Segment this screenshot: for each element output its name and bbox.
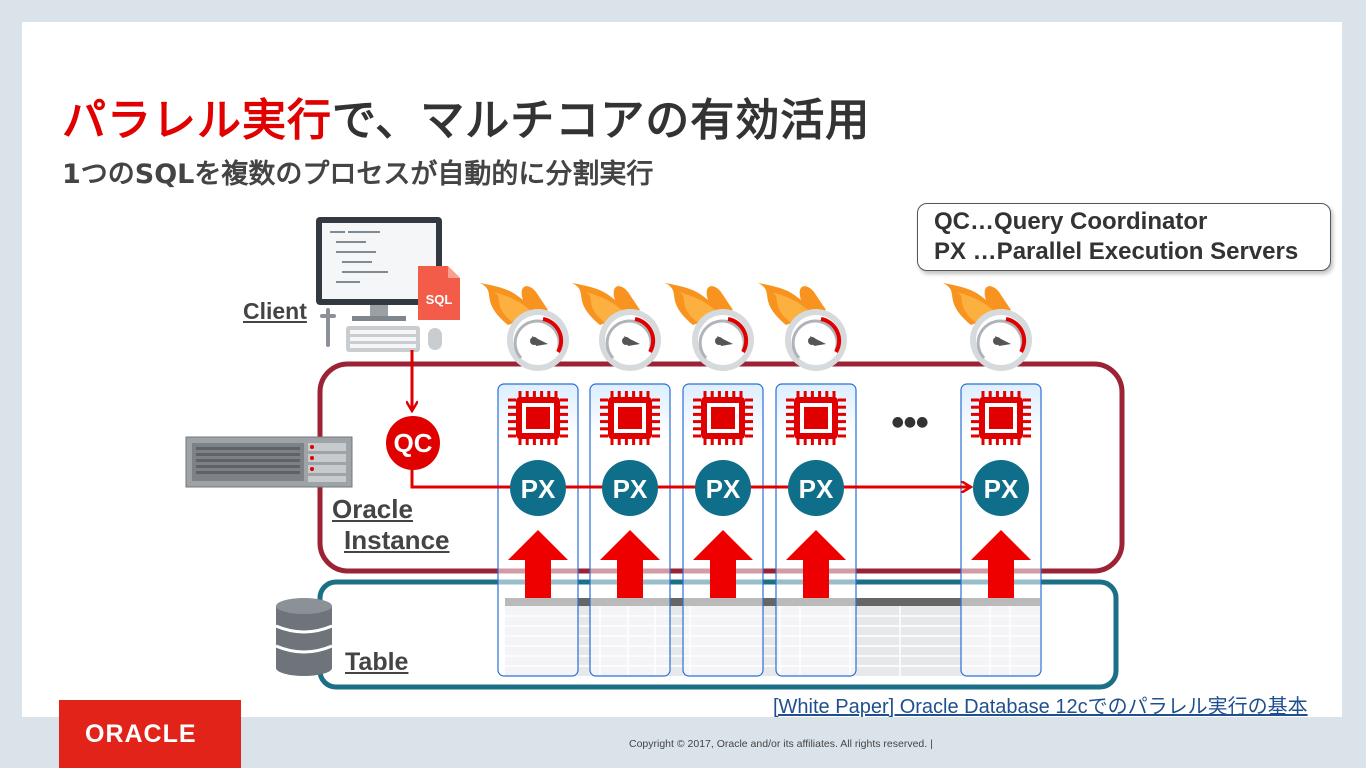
page-title: パラレル実行で、マルチコアの有効活用: [62, 84, 870, 148]
px-label: PX: [799, 474, 834, 504]
legend-box: QC…Query Coordinator PX …Parallel Execut…: [917, 203, 1331, 271]
speedometer-icon: [480, 283, 569, 371]
speedometer-icon: [758, 283, 847, 371]
page-subtitle: 1つのSQLを複数のプロセスが自動的に分割実行: [62, 159, 654, 190]
ellipsis-dots: ●●●: [892, 414, 929, 430]
oracle-logo-text: ORACLE: [85, 720, 197, 748]
px-label: PX: [613, 474, 648, 504]
cpu-chip-icon: [786, 391, 846, 445]
instance-label: Instance: [344, 525, 450, 555]
cpu-chip-icon: [971, 391, 1031, 445]
database-icon: [275, 598, 333, 676]
qc-label: QC: [394, 428, 433, 458]
title-highlight: パラレル実行: [62, 95, 332, 146]
copyright-text: Copyright © 2017, Oracle and/or its affi…: [629, 738, 933, 750]
qc-node: [386, 416, 440, 470]
table-label: Table: [345, 648, 409, 676]
cpu-chip-icon: [600, 391, 660, 445]
sql-doc-label: SQL: [426, 292, 453, 307]
client-label: Client: [243, 298, 307, 324]
px-node: [510, 460, 566, 516]
cpu-chip-icon: [693, 391, 753, 445]
legend-px: PX …Parallel Execution Servers: [934, 238, 1299, 265]
table-grid-icon: [505, 598, 1040, 676]
upward-arrow-icon: [971, 530, 1031, 598]
px-node: [973, 460, 1029, 516]
upward-arrow-icon: [786, 530, 846, 598]
client-computer-icon: [316, 217, 442, 352]
px-node: [602, 460, 658, 516]
speedometer-icon: [943, 283, 1032, 371]
legend-qc: QC…Query Coordinator: [934, 208, 1208, 235]
sql-document-icon: [418, 266, 460, 320]
cpu-chip-icon: [508, 391, 568, 445]
qc-to-px-arrow: [410, 468, 970, 487]
px-label: PX: [521, 474, 556, 504]
upward-arrow-icon: [508, 530, 568, 598]
oracle-logo: ORACLE: [59, 700, 241, 768]
upward-arrow-icon: [600, 530, 660, 598]
px-node: [695, 460, 751, 516]
px-label: PX: [984, 474, 1019, 504]
oracle-label: Oracle: [332, 494, 413, 524]
server-icon: [185, 436, 353, 488]
speedometer-icon: [572, 283, 661, 371]
title-rest: で、マルチコアの有効活用: [332, 95, 871, 146]
speedometer-icon: [665, 283, 754, 371]
px-node: [788, 460, 844, 516]
upward-arrow-icon: [693, 530, 753, 598]
px-label: PX: [706, 474, 741, 504]
white-paper-link[interactable]: [White Paper] Oracle Database 12cでのパラレル実…: [773, 696, 1308, 718]
